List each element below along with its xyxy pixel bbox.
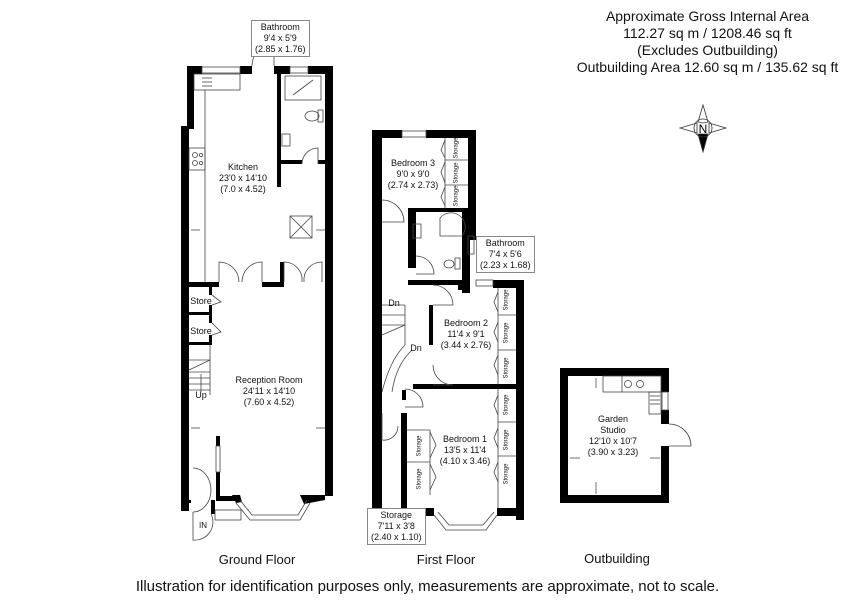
room-imperial: 9'0 x 9'0 [396, 169, 430, 179]
room-imperial: 7'11 x 3'8 [377, 521, 415, 531]
room-name: Bedroom 2 [443, 318, 489, 328]
room-name: Bedroom 1 [442, 434, 488, 444]
bedroom3-storage-1: Storage [453, 137, 460, 159]
room-imperial: 23'0 x 14'10 [219, 173, 267, 183]
entrance-label: IN [199, 521, 207, 530]
bedroom2-storage-3: Storage [503, 357, 510, 379]
stairs-down-label-2: Dn [410, 343, 422, 353]
outbuilding-title: Outbuilding [584, 551, 650, 566]
room-imperial: 24'11 x 14'10 [242, 386, 296, 396]
room-name: Storage [380, 510, 413, 520]
room-name-line1: Garden [597, 414, 629, 424]
room-imperial: 11'4 x 9'1 [447, 329, 485, 339]
bedroom-3-label: Bedroom 3 9'0 x 9'0 (2.74 x 2.73) [388, 158, 439, 191]
kitchen-label: Kitchen 23'0 x 14'10 (7.0 x 4.52) [219, 162, 267, 195]
outbuilding-walls [560, 368, 669, 503]
room-name: Kitchen [227, 162, 259, 172]
room-imperial: 9'4 x 5'9 [263, 33, 297, 43]
ground-floor-fixtures [188, 43, 324, 541]
room-metric: (7.0 x 4.52) [220, 184, 266, 194]
disclaimer: Illustration for identification purposes… [135, 578, 720, 595]
room-imperial: 12'10 x 10'7 [589, 436, 637, 446]
room-name: Bathroom [485, 238, 525, 248]
north-compass-icon [678, 103, 728, 154]
garden-studio-label: Garden Studio 12'10 x 10'7 (3.90 x 3.23) [588, 414, 639, 458]
stairs-up-label: Up [195, 390, 207, 400]
first-floor-walls [372, 130, 524, 522]
ground-floor-walls [181, 66, 333, 514]
bedroom3-storage-2: Storage [453, 162, 460, 184]
store-2-label: Store [190, 326, 212, 336]
first-floor-fixtures [381, 130, 516, 531]
room-metric: (7.60 x 4.52) [243, 397, 295, 407]
bedroom-1-label: Bedroom 1 13'5 x 11'4 (4.10 x 3.46) [440, 434, 491, 467]
room-metric: (2.40 x 1.10) [371, 532, 422, 542]
area-summary-note: (Excludes Outbuilding) [637, 42, 778, 58]
area-summary-outbuilding: Outbuilding Area 12.60 sq m / 135.62 sq … [576, 59, 839, 75]
bedroom1-storage-3: Storage [503, 463, 510, 485]
bedroom3-storage-3: Storage [453, 185, 460, 207]
room-imperial: 7'4 x 5'6 [488, 249, 522, 259]
room-name: Bathroom [260, 22, 300, 32]
bedroom1-storage-2: Storage [503, 429, 510, 451]
reception-room-label: Reception Room 24'11 x 14'10 (7.60 x 4.5… [235, 375, 302, 408]
area-summary-title: Approximate Gross Internal Area [605, 8, 810, 24]
storage-landing-label: Storage 7'11 x 3'8 (2.40 x 1.10) [367, 508, 426, 545]
store-1-label: Store [190, 296, 212, 306]
bedroom2-storage-1: Storage [503, 289, 510, 311]
room-metric: (4.10 x 3.46) [439, 456, 491, 466]
room-metric: (2.85 x 1.76) [255, 44, 306, 54]
ground-floor-title: Ground Floor [218, 552, 296, 567]
room-name: Bedroom 3 [390, 158, 436, 168]
room-name-line2: Studio [600, 425, 626, 435]
bedroom1-storage-1: Storage [503, 394, 510, 416]
first-bathroom-label: Bathroom 7'4 x 5'6 (2.23 x 1.68) [476, 236, 535, 273]
stairs-down-label-1: Dn [388, 298, 400, 308]
ground-bathroom-label: Bathroom 9'4 x 5'9 (2.85 x 1.76) [251, 20, 310, 57]
room-metric: (2.23 x 1.68) [480, 260, 531, 270]
room-metric: (3.90 x 3.23) [587, 447, 639, 457]
room-metric: (3.44 x 2.76) [440, 340, 492, 350]
bedroom2-storage-2: Storage [503, 322, 510, 344]
svg-text:N: N [699, 122, 708, 136]
outbuilding-fixtures [602, 375, 692, 447]
room-imperial: 13'5 x 11'4 [443, 445, 487, 455]
bedroom-2-label: Bedroom 2 11'4 x 9'1 (3.44 x 2.76) [441, 318, 492, 351]
landing-storage-1: Storage [416, 435, 423, 457]
room-metric: (2.74 x 2.73) [387, 180, 439, 190]
room-name: Reception Room [235, 375, 303, 385]
area-summary: Approximate Gross Internal Area 112.27 s… [560, 8, 855, 76]
landing-storage-2: Storage [416, 468, 423, 490]
area-summary-total: 112.27 sq m / 1208.46 sq ft [623, 25, 792, 41]
first-floor-title: First Floor [416, 552, 476, 567]
